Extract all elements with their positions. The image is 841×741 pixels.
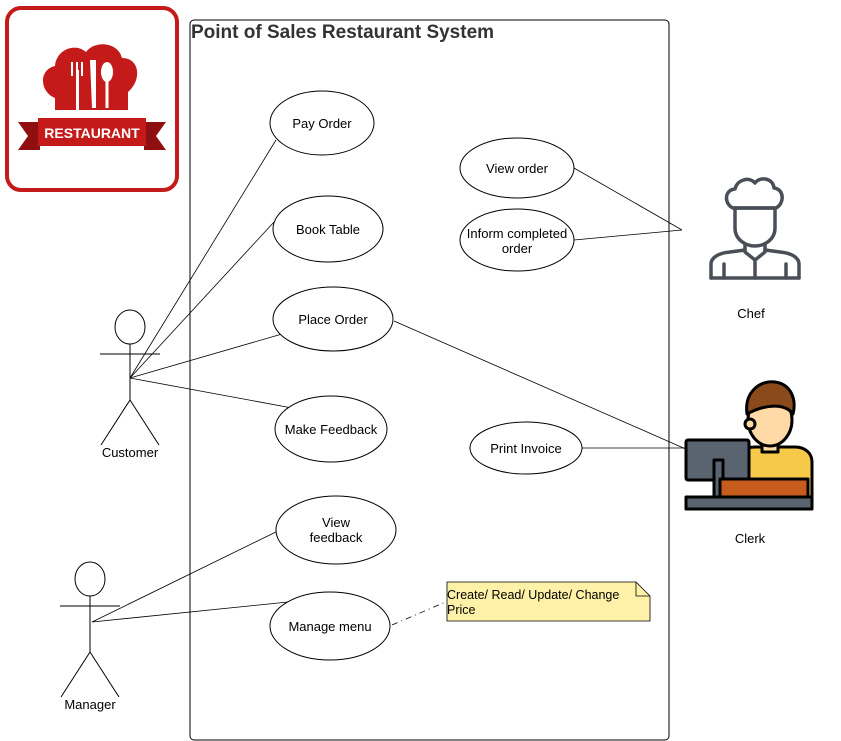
use-case-label: Make Feedback — [285, 422, 378, 437]
use-case-label: Print Invoice — [490, 441, 562, 456]
note-line: Price — [447, 603, 476, 617]
note-line: Create/ Read/ Update/ Change — [447, 588, 619, 602]
use-case-pay-order[interactable]: Pay Order — [269, 90, 375, 156]
system-title: Point of Sales Restaurant System — [191, 22, 494, 43]
use-case-view-order[interactable]: View order — [459, 137, 575, 199]
use-case-label: Pay Order — [292, 116, 352, 131]
actor-manager[interactable] — [60, 561, 120, 698]
actor-label-manager: Manager — [64, 697, 116, 712]
actor-label-clerk: Clerk — [735, 531, 766, 546]
use-case-label: Manage menu — [288, 619, 371, 634]
associations — [91, 139, 690, 626]
use-case-label: order — [502, 241, 533, 256]
system-boundary — [189, 19, 670, 741]
use-case-make-feedback[interactable]: Make Feedback — [274, 395, 388, 463]
use-case-label: View — [322, 515, 351, 530]
logo-text: RESTAURANT — [44, 125, 140, 141]
use-case-place-order[interactable]: Place Order — [272, 286, 394, 352]
use-case-inform-completed-order[interactable]: Inform completed order — [459, 208, 575, 272]
actor-label-customer: Customer — [102, 445, 159, 460]
use-case-label: Place Order — [298, 312, 368, 327]
actor-label-chef: Chef — [737, 306, 765, 321]
actor-customer[interactable] — [100, 309, 160, 446]
use-case-label: Inform completed — [467, 226, 567, 241]
use-case-label: feedback — [310, 530, 363, 545]
use-case-label: View order — [486, 161, 549, 176]
use-case-print-invoice[interactable]: Print Invoice — [469, 421, 583, 475]
use-case-manage-menu[interactable]: Manage menu — [269, 591, 391, 661]
clerk-icon[interactable] — [684, 380, 814, 511]
use-case-book-table[interactable]: Book Table — [272, 195, 384, 263]
chef-icon[interactable] — [709, 177, 801, 280]
use-case-view-feedback[interactable]: View feedback — [275, 495, 397, 565]
restaurant-logo: RESTAURANT — [5, 6, 179, 192]
use-case-label: Book Table — [296, 222, 360, 237]
note: Create/ Read/ Update/ Change Price — [446, 581, 651, 622]
